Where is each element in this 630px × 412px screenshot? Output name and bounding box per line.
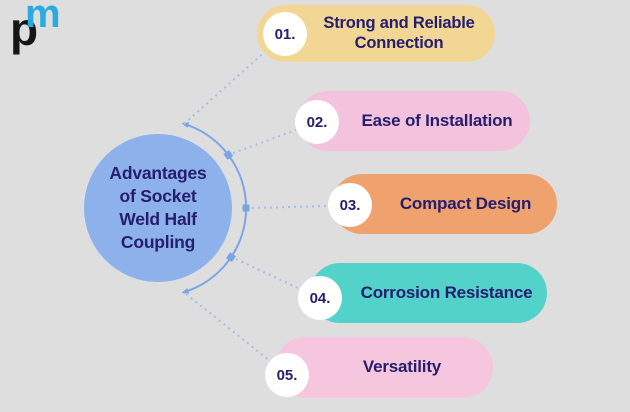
dotted-line-5	[185, 293, 271, 362]
item-label: Ease of Installation	[361, 110, 513, 130]
item-number-badge: 04.	[298, 276, 342, 320]
dotted-line-2	[232, 129, 297, 154]
item-number-badge: 03.	[328, 183, 372, 227]
item-number: 02.	[306, 113, 328, 131]
logo-letter-p: p	[10, 3, 38, 55]
list-item-1: 01. Strong and Reliable Connection	[257, 5, 495, 62]
brand-logo: p m	[8, 0, 64, 62]
item-number-badge: 05.	[265, 353, 309, 397]
item-number: 04.	[309, 289, 331, 307]
center-circle: Advantages of Socket Weld Half Coupling	[84, 134, 232, 282]
item-label: Versatility	[362, 357, 442, 377]
item-label: Strong and Reliable Connection	[323, 13, 475, 52]
item-number: 01.	[274, 25, 296, 43]
center-title: Advantages of Socket Weld Half Coupling	[109, 163, 207, 252]
dotted-line-1	[183, 48, 269, 125]
list-item-2: 02. Ease of Installation	[295, 91, 530, 151]
item-label: Corrosion Resistance	[360, 282, 533, 302]
list-item-5: 05. Versatility	[265, 337, 493, 398]
item-number-badge: 02.	[295, 100, 339, 144]
item-label: Compact Design	[399, 193, 532, 213]
dotted-line-3	[251, 205, 329, 209]
dotted-line-4	[235, 258, 301, 290]
list-item-4: 04. Corrosion Resistance	[298, 263, 547, 323]
item-number: 03.	[339, 196, 361, 214]
arc-node	[226, 252, 236, 263]
item-number-badge: 01.	[263, 12, 307, 56]
list-item-3: 03. Compact Design	[328, 174, 557, 234]
logo-letter-m: m	[25, 0, 61, 36]
item-number: 05.	[276, 366, 298, 384]
arc-node	[242, 204, 250, 212]
arc-node	[223, 150, 234, 160]
